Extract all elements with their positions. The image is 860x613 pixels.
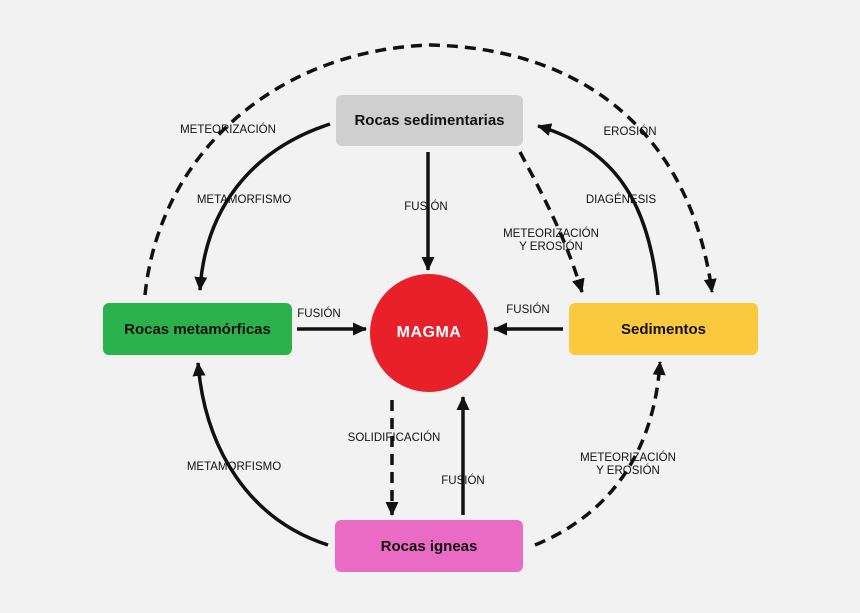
arrow-outer-top-dashed xyxy=(143,43,717,296)
arrow-sediments-to-sed xyxy=(537,123,660,296)
igneous-rocks-node: Rocas igneas xyxy=(335,520,523,572)
label-metamorfismo-top-left: METAMORFISMO xyxy=(196,194,292,206)
label-meteorizacion-top-left: METEORIZACIÓN xyxy=(180,124,276,136)
label-line: Y EROSIÓN xyxy=(596,465,660,477)
label-meteorizacion-erosion-bottom: METEORIZACIÓN Y EROSIÓN xyxy=(580,452,676,478)
label-diagenesis: DIAGÉNESIS xyxy=(585,194,657,206)
label-fusion-left: FUSIÓN xyxy=(297,308,341,320)
arrow-igneous-to-meta xyxy=(192,362,329,547)
arrow-igneous-to-sediments-dashed xyxy=(534,361,666,547)
label-fusion-right: FUSIÓN xyxy=(506,304,550,316)
label-line: METEORIZACIÓN xyxy=(503,228,599,240)
label-fusion-bottom: FUSIÓN xyxy=(441,475,485,487)
label-line: Y EROSIÓN xyxy=(519,241,583,253)
label-line: METEORIZACIÓN xyxy=(580,452,676,464)
label-meteorizacion-erosion-mid: METEORIZACIÓN Y EROSIÓN xyxy=(503,228,599,254)
arrow-sed-to-meta xyxy=(194,122,331,291)
label-fusion-top: FUSIÓN xyxy=(404,201,448,213)
label-metamorfismo-bottom: METAMORFISMO xyxy=(186,461,282,473)
label-solidificacion: SOLIDIFICACIÓN xyxy=(347,432,441,444)
metamorphic-rocks-node: Rocas metamórficas xyxy=(103,303,292,355)
magma-node: MAGMA xyxy=(370,274,488,392)
label-erosion-top-right: EROSIÓN xyxy=(603,126,657,138)
sediments-node: Sedimentos xyxy=(569,303,758,355)
arrow-sed-to-sediments-dashed xyxy=(518,151,585,293)
sedimentary-rocks-node: Rocas sedimentarias xyxy=(336,95,523,146)
